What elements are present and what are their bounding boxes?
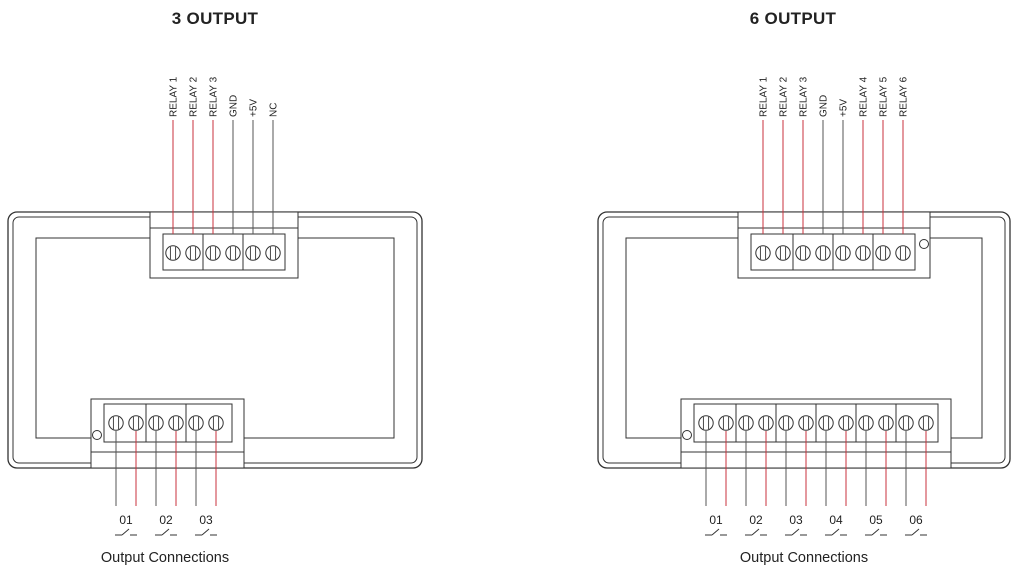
terminal-screw xyxy=(205,245,221,261)
pin-label: RELAY 1 xyxy=(169,76,180,117)
output-labels: 01 02 03 xyxy=(115,513,217,536)
bottom-screw-row xyxy=(698,404,934,442)
terminal-screw xyxy=(778,415,794,431)
pin-label: GND xyxy=(819,95,830,117)
top-pin-labels: RELAY 1 RELAY 2 RELAY 3 GND +5V NC xyxy=(169,76,280,117)
terminal-screw xyxy=(838,415,854,431)
mounting-hole xyxy=(919,239,929,249)
bottom-block-strip xyxy=(90,451,245,469)
terminal-screw xyxy=(185,245,201,261)
top-pin-labels: RELAY 1 RELAY 2 RELAY 3 GND +5V RELAY 4 RELAY … xyxy=(759,76,910,117)
top-terminal-block xyxy=(737,211,931,279)
terminal-screw xyxy=(755,245,771,261)
terminal-screw xyxy=(798,415,814,431)
switch-symbol xyxy=(785,528,807,536)
terminal-screw xyxy=(815,245,831,261)
output-number: 05 xyxy=(869,513,883,527)
terminal-screw xyxy=(718,415,734,431)
output-wires xyxy=(705,431,927,506)
pin-label: RELAY 2 xyxy=(779,76,790,117)
output-labels: 01 02 03 04 05 06 xyxy=(705,513,927,536)
terminal-screw xyxy=(758,415,774,431)
switch-symbol xyxy=(825,528,847,536)
switch-symbol xyxy=(745,528,767,536)
top-screw-row xyxy=(165,234,281,270)
terminal-screw xyxy=(225,245,241,261)
top-block-strip xyxy=(149,211,299,229)
terminal-screw xyxy=(265,245,281,261)
bottom-terminal-block xyxy=(680,398,952,469)
panel-title: 3 OUTPUT xyxy=(172,9,259,28)
terminal-screw xyxy=(245,245,261,261)
output-number: 02 xyxy=(749,513,763,527)
terminal-screw xyxy=(148,415,164,431)
output-connections-caption: Output Connections xyxy=(101,550,229,566)
terminal-screw xyxy=(108,415,124,431)
terminal-screw xyxy=(835,245,851,261)
switch-symbol xyxy=(195,528,217,536)
switch-symbol xyxy=(115,528,137,536)
output-number: 01 xyxy=(119,513,133,527)
mounting-hole xyxy=(682,430,692,440)
pin-label: RELAY 6 xyxy=(899,76,910,117)
top-wires xyxy=(762,120,904,234)
top-screw-row xyxy=(755,234,911,270)
output-number: 02 xyxy=(159,513,173,527)
bottom-terminal-block xyxy=(90,398,245,469)
terminal-screw xyxy=(875,245,891,261)
bottom-block-strip xyxy=(680,451,952,469)
panel-title: 6 OUTPUT xyxy=(750,9,837,28)
switch-symbol xyxy=(705,528,727,536)
terminal-screw xyxy=(818,415,834,431)
terminal-screw xyxy=(858,415,874,431)
terminal-screw xyxy=(168,415,184,431)
pin-label: RELAY 5 xyxy=(879,76,890,117)
pin-label: RELAY 4 xyxy=(859,76,870,117)
terminal-screw xyxy=(128,415,144,431)
switch-symbol xyxy=(155,528,177,536)
pin-label: RELAY 3 xyxy=(799,76,810,117)
top-block-strip xyxy=(737,211,931,229)
terminal-screw xyxy=(738,415,754,431)
terminal-screw xyxy=(855,245,871,261)
output-number: 01 xyxy=(709,513,723,527)
top-wires xyxy=(172,120,274,234)
pin-label: RELAY 1 xyxy=(759,76,770,117)
switch-symbol xyxy=(905,528,927,536)
panel-3-output: 3 OUTPUT REL xyxy=(7,9,423,566)
pin-label: RELAY 2 xyxy=(189,76,200,117)
switch-symbol xyxy=(865,528,887,536)
bottom-screw-row xyxy=(108,404,224,442)
pin-label: GND xyxy=(229,95,240,117)
output-number: 06 xyxy=(909,513,923,527)
pin-label: +5V xyxy=(839,99,850,117)
output-number: 03 xyxy=(199,513,213,527)
terminal-screw xyxy=(165,245,181,261)
top-terminal-block xyxy=(149,211,299,279)
terminal-screw xyxy=(775,245,791,261)
top-block-header xyxy=(162,233,286,271)
output-number: 04 xyxy=(829,513,843,527)
terminal-screw xyxy=(698,415,714,431)
pin-label: RELAY 3 xyxy=(209,76,220,117)
output-number: 03 xyxy=(789,513,803,527)
terminal-screw xyxy=(795,245,811,261)
terminal-screw xyxy=(188,415,204,431)
terminal-screw xyxy=(895,245,911,261)
output-wires xyxy=(115,431,217,506)
terminal-screw xyxy=(918,415,934,431)
terminal-screw xyxy=(878,415,894,431)
terminal-screw xyxy=(208,415,224,431)
terminal-screw xyxy=(898,415,914,431)
pin-label: NC xyxy=(269,103,280,117)
output-connections-caption: Output Connections xyxy=(740,550,868,566)
pin-label: +5V xyxy=(249,99,260,117)
mounting-hole xyxy=(92,430,102,440)
